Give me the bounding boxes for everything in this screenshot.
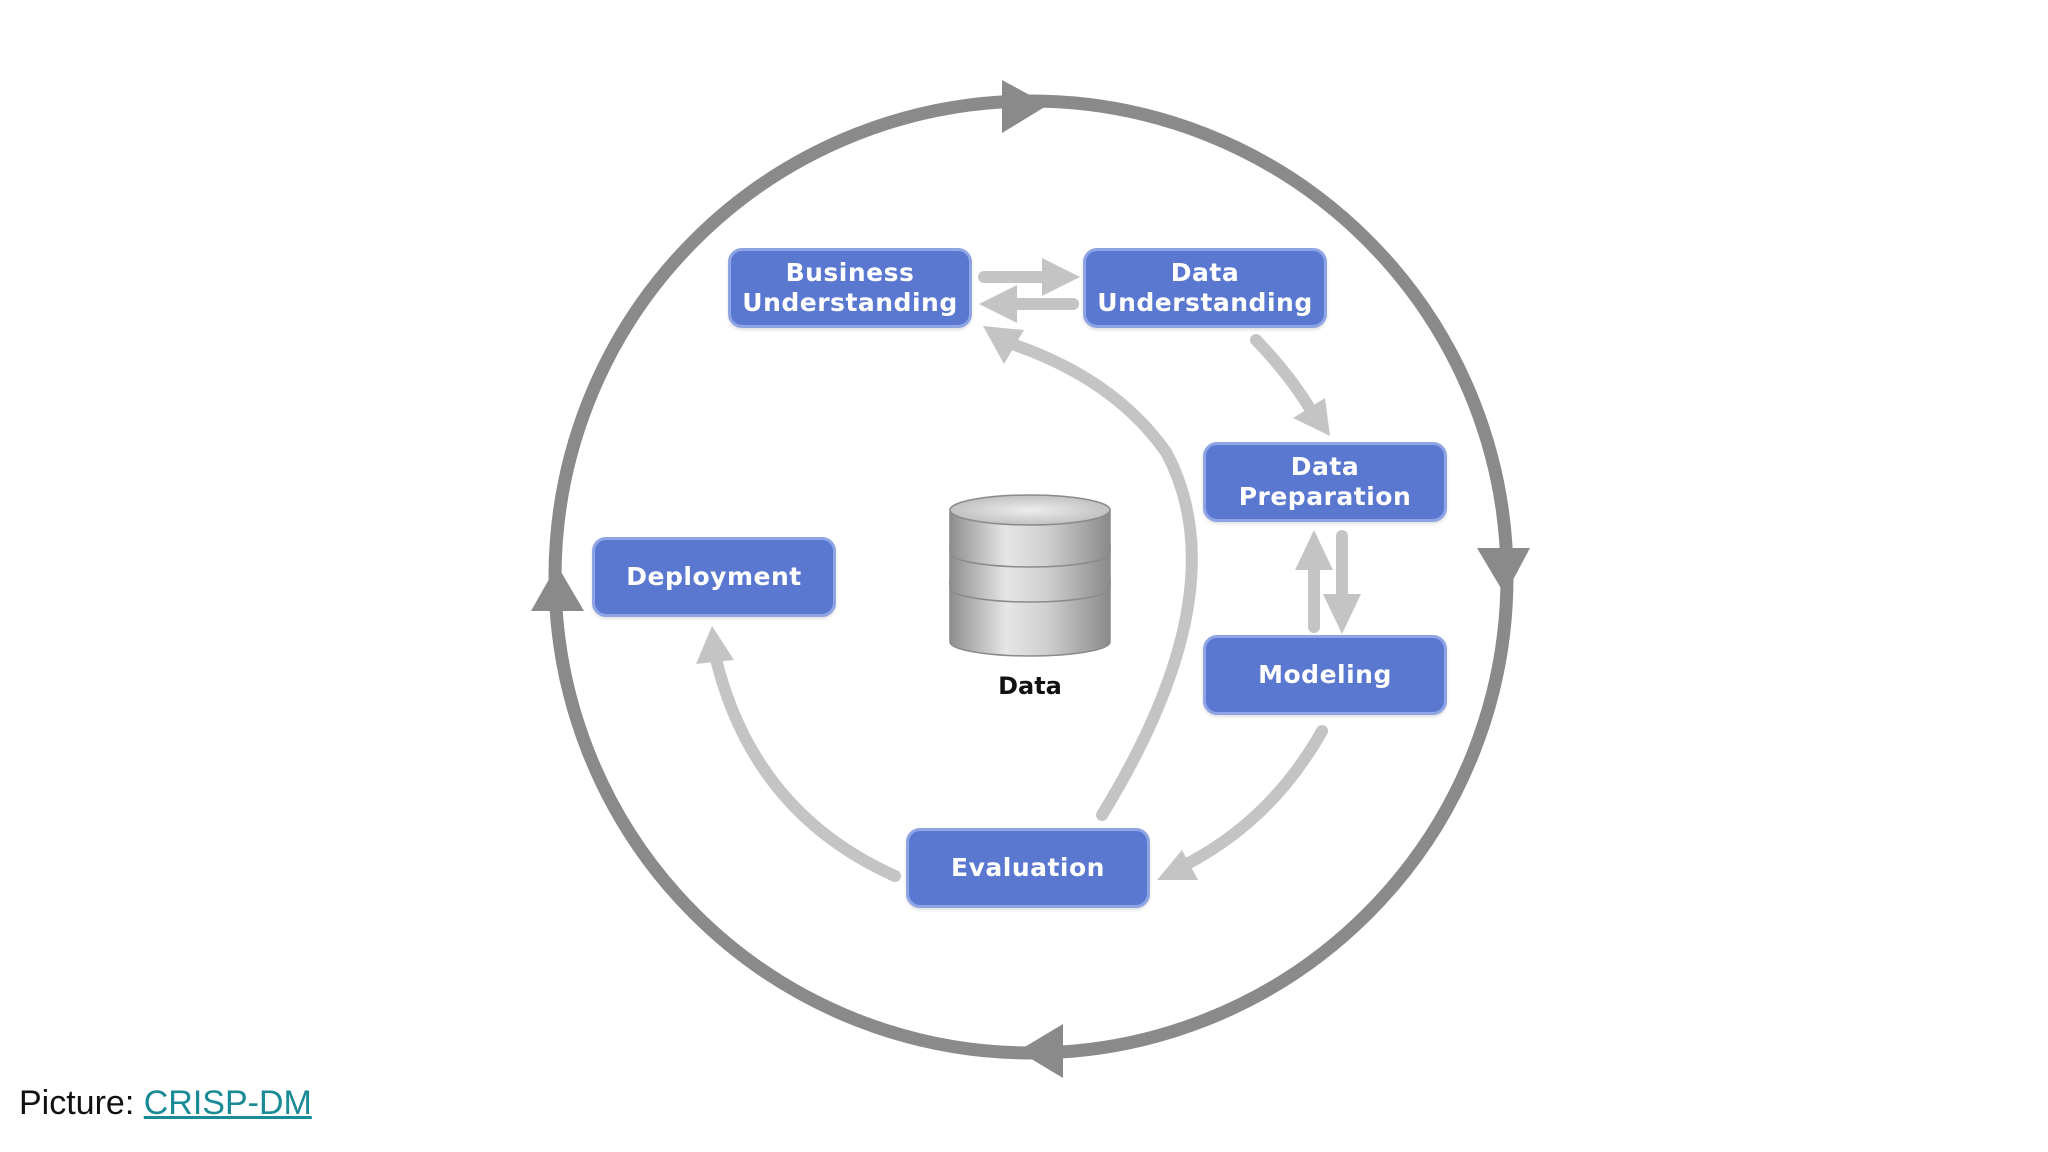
arrowhead-du-to-bu [979, 285, 1017, 323]
deployment-box: Deployment [592, 537, 836, 617]
business-understanding-line1: Business [785, 258, 915, 287]
data-understanding-line1: Data [1170, 258, 1240, 287]
modeling-label: Modeling [1258, 660, 1392, 689]
arrow-du-to-dp [1250, 334, 1318, 418]
data-preparation-box: Data Preparation [1203, 442, 1447, 522]
arrowhead-bu-to-du [1042, 258, 1080, 296]
deployment-label: Deployment [626, 562, 802, 591]
outer-arrowhead-top [1002, 80, 1048, 133]
arrowhead-dp-to-modeling [1323, 594, 1361, 634]
arrow-eval-to-deploy [709, 649, 901, 882]
inner-arrowheads [696, 258, 1361, 880]
evaluation-label: Evaluation [951, 853, 1105, 882]
business-understanding-line2: Understanding [742, 288, 958, 317]
data-preparation-line2: Preparation [1238, 482, 1412, 511]
database-icon [949, 494, 1111, 657]
arrowhead-eval-to-bu [983, 326, 1024, 364]
arrow-modeling-to-eval [1179, 725, 1328, 871]
outer-arrowhead-right [1477, 548, 1530, 595]
modeling-box: Modeling [1203, 635, 1447, 715]
outer-arrowhead-left [531, 565, 584, 611]
data-preparation-line1: Data [1290, 452, 1360, 481]
evaluation-box: Evaluation [906, 828, 1150, 908]
data-center-label: Data [998, 672, 1062, 700]
inner-flow-arrows [709, 271, 1348, 882]
caption-prefix: Picture: [19, 1084, 144, 1122]
arrowhead-modeling-to-dp [1295, 530, 1333, 570]
arrowhead-du-to-dp [1293, 398, 1330, 436]
data-understanding-box: Data Understanding [1083, 248, 1327, 328]
outer-arrowhead-bottom [1018, 1024, 1063, 1078]
arrow-eval-to-bu [1009, 339, 1198, 821]
picture-caption: Picture: CRISP-DM [19, 1084, 312, 1123]
arrowhead-modeling-to-eval [1157, 850, 1198, 880]
crisp-dm-link[interactable]: CRISP-DM [143, 1084, 312, 1122]
business-understanding-box: Business Understanding [728, 248, 972, 328]
data-understanding-line2: Understanding [1097, 288, 1313, 317]
arrowhead-eval-to-deploy [696, 626, 734, 664]
